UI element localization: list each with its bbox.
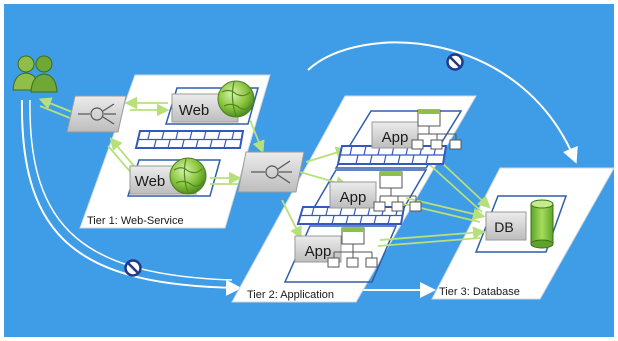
app-server-bottom: App — [294, 235, 342, 263]
firewall-icon — [336, 145, 448, 165]
web-server-top-label: Web — [179, 102, 210, 119]
forbidden-icon — [124, 259, 142, 277]
forbidden-icon — [446, 53, 464, 71]
firewall-icon — [134, 130, 245, 149]
db-server-label: DB — [494, 219, 513, 235]
app-server-middle-label: App — [340, 189, 367, 206]
web-server-top: Web — [171, 93, 239, 123]
tree-hierarchy-icon — [373, 171, 422, 212]
globe-icon — [217, 80, 255, 118]
database-icon — [530, 199, 554, 249]
firewall-icon — [296, 206, 406, 225]
tier2-app-frame-bottom — [283, 225, 398, 283]
tier1-label: Tier 1: Web-Service — [87, 215, 184, 227]
users-icon — [12, 55, 58, 93]
blocked-flow-bottom — [20, 99, 242, 296]
web-server-bottom-label: Web — [135, 173, 166, 190]
globe-icon — [169, 157, 207, 195]
app-server-top: App — [371, 121, 419, 149]
tier2-label: Tier 2: Application — [247, 289, 334, 301]
app-server-top-label: App — [382, 129, 409, 146]
app-server-middle: App — [329, 181, 377, 209]
db-server: DB — [485, 211, 527, 241]
tree-hierarchy-icon — [327, 227, 378, 268]
app-server-bottom-label: App — [305, 243, 332, 260]
load-balancer-icon — [237, 151, 305, 193]
load-balancer-icon — [66, 95, 127, 133]
tree-hierarchy-icon — [411, 109, 462, 150]
tier3-label: Tier 3: Database — [439, 286, 520, 298]
blocked-flow-top — [307, 41, 578, 164]
